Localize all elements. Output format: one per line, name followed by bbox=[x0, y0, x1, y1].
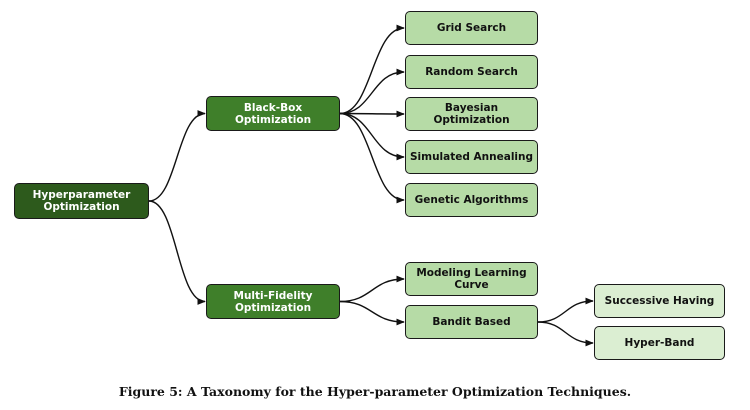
node-label: Grid Search bbox=[436, 22, 507, 34]
node-label: Successive Having bbox=[604, 295, 715, 307]
node-random-search: Random Search bbox=[405, 55, 538, 89]
node-label: Bandit Based bbox=[432, 316, 511, 328]
node-simulated-annealing: Simulated Annealing bbox=[405, 140, 538, 174]
node-bayesian-optimization: Bayesian Optimization bbox=[405, 97, 538, 131]
node-genetic-algorithms: Genetic Algorithms bbox=[405, 183, 538, 217]
node-hyperparameter-optimization: Hyperparameter Optimization bbox=[14, 183, 149, 219]
edge-bb-to-ga bbox=[339, 112, 405, 204]
node-label: Hyperparameter Optimization bbox=[32, 189, 131, 213]
node-label: Random Search bbox=[425, 66, 518, 78]
node-multi-fidelity-optimization: Multi-Fidelity Optimization bbox=[206, 284, 340, 319]
node-bandit-based: Bandit Based bbox=[405, 305, 538, 339]
edge-mf-to-bandit bbox=[339, 300, 405, 326]
edge-mf-to-mlc bbox=[339, 275, 405, 303]
node-black-box-optimization: Black-Box Optimization bbox=[206, 96, 340, 131]
node-label: Multi-Fidelity Optimization bbox=[233, 289, 313, 314]
edge-bandit-to-hb bbox=[537, 321, 594, 347]
edge-bb-to-bayes bbox=[339, 110, 405, 118]
edge-root-to-bb bbox=[148, 110, 206, 202]
node-label: Genetic Algorithms bbox=[414, 194, 529, 206]
node-label: Hyper-Band bbox=[624, 337, 695, 349]
node-label: Black-Box Optimization bbox=[234, 101, 312, 126]
node-grid-search: Grid Search bbox=[405, 11, 538, 45]
edge-bb-to-sa bbox=[339, 112, 405, 161]
edge-bb-to-grid bbox=[339, 24, 405, 115]
node-successive-having: Successive Having bbox=[594, 284, 725, 318]
node-label: Modeling Learning Curve bbox=[416, 267, 527, 291]
node-hyper-band: Hyper-Band bbox=[594, 326, 725, 360]
node-label: Simulated Annealing bbox=[409, 151, 534, 163]
node-label: Bayesian Optimization bbox=[433, 102, 510, 126]
edge-root-to-mf bbox=[148, 200, 206, 305]
figure-caption: Figure 5: A Taxonomy for the Hyper-param… bbox=[118, 384, 632, 399]
edge-bandit-to-sh bbox=[537, 297, 594, 323]
node-modeling-learning-curve: Modeling Learning Curve bbox=[405, 262, 538, 296]
edge-bb-to-random bbox=[339, 68, 405, 115]
